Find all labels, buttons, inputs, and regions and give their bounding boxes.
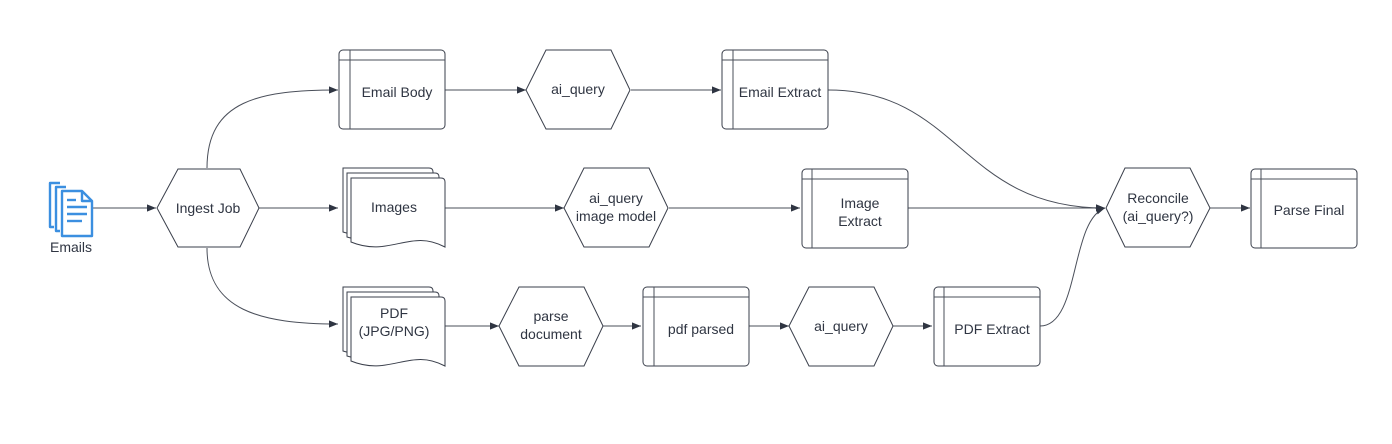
- edges: [92, 86, 1250, 330]
- node-label-line1: Reconcile: [1127, 190, 1189, 206]
- node-pdf-parsed[interactable]: pdf parsed: [642, 286, 750, 367]
- node-emails[interactable]: Emails: [48, 181, 94, 255]
- documents-icon: [48, 181, 94, 238]
- node-images[interactable]: Images: [342, 167, 446, 248]
- node-ai-query-1[interactable]: ai_query: [525, 49, 631, 130]
- edge-ingest-pdf: [206, 247, 339, 328]
- node-label-line2: Extract: [838, 213, 882, 229]
- node-ai-query-image[interactable]: ai_query image model: [563, 167, 669, 248]
- node-label-line2: (ai_query?): [1123, 208, 1194, 224]
- node-pdf[interactable]: PDF (JPG/PNG): [342, 286, 446, 367]
- node-label: ai_query: [551, 81, 605, 97]
- node-ingest-job[interactable]: Ingest Job: [156, 168, 260, 248]
- node-label-line2: document: [520, 326, 582, 342]
- node-label: ai_query: [814, 318, 868, 334]
- node-parse-document[interactable]: parse document: [498, 286, 604, 367]
- node-label-line2: image model: [576, 208, 656, 224]
- node-email-body[interactable]: Email Body: [338, 49, 446, 130]
- edge-emailextract-reconcile: [827, 89, 1106, 212]
- edge-ingest-emailbody: [206, 86, 339, 169]
- node-label-line1: PDF: [380, 305, 408, 321]
- node-image-extract[interactable]: Image Extract: [801, 168, 909, 249]
- node-label: pdf parsed: [668, 321, 734, 337]
- node-label-line1: parse: [533, 308, 568, 324]
- node-label: Email Extract: [739, 84, 822, 100]
- node-pdf-extract[interactable]: PDF Extract: [933, 286, 1041, 367]
- edge-pdfextract-reconcile: [1039, 207, 1106, 327]
- node-reconcile[interactable]: Reconcile (ai_query?): [1105, 167, 1211, 248]
- node-label-line1: Image: [841, 195, 880, 211]
- node-label: Email Body: [362, 84, 433, 100]
- node-label: Images: [371, 199, 417, 215]
- node-label: Emails: [50, 239, 92, 255]
- node-ai-query-2[interactable]: ai_query: [788, 286, 894, 367]
- node-label-line1: ai_query: [589, 190, 643, 206]
- node-email-extract[interactable]: Email Extract: [721, 49, 829, 130]
- node-label: Parse Final: [1274, 202, 1345, 218]
- node-label: Ingest Job: [176, 200, 241, 216]
- node-label: PDF Extract: [954, 321, 1030, 337]
- node-label-line2: (JPG/PNG): [359, 323, 430, 339]
- node-parse-final[interactable]: Parse Final: [1250, 168, 1358, 249]
